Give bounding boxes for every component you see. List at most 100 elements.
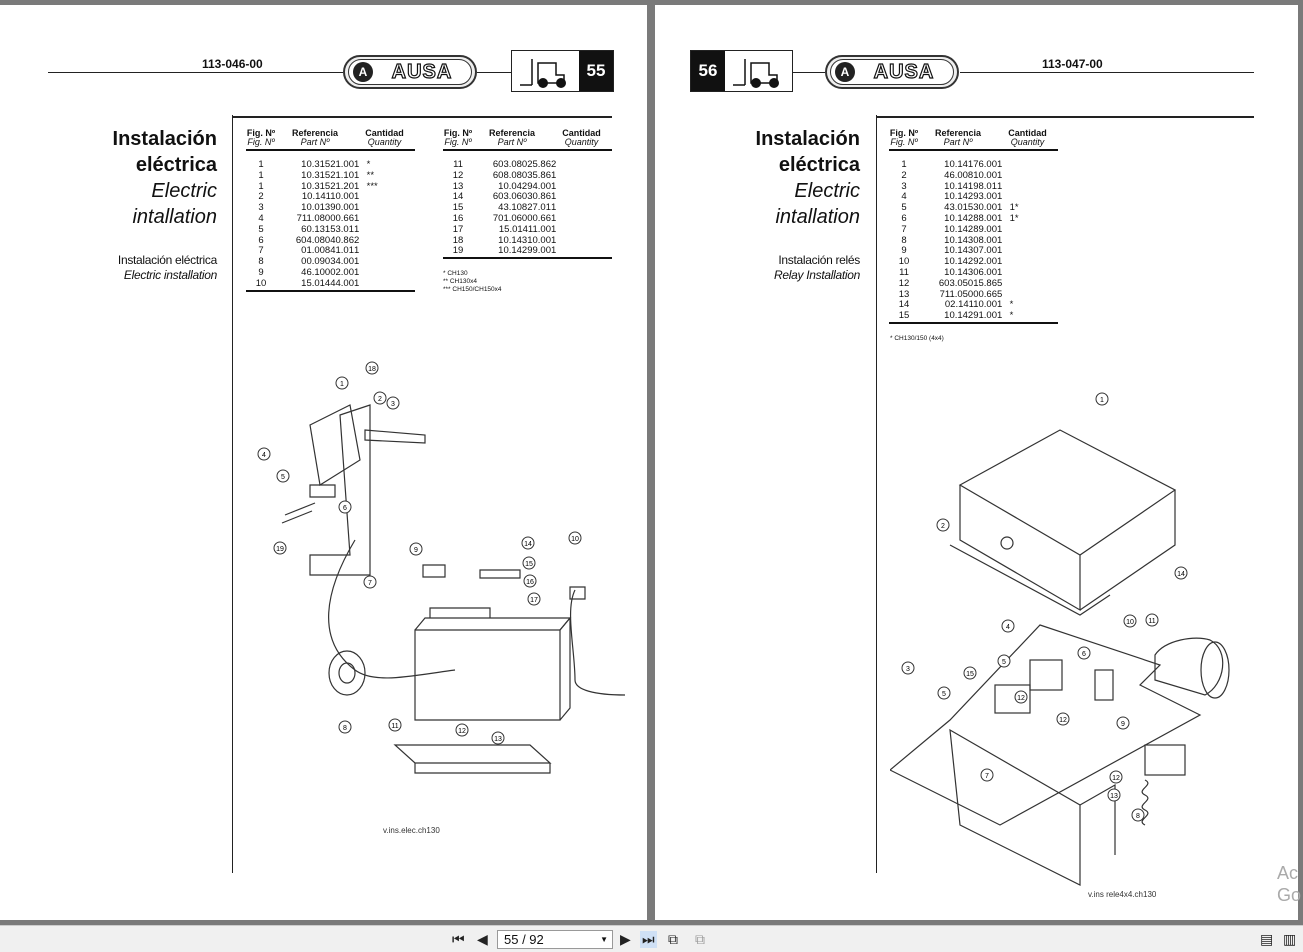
- column-rule: [876, 115, 877, 873]
- quantity: 1: [551, 191, 557, 203]
- single-page-view-icon[interactable]: ▤: [1260, 931, 1274, 947]
- callout-number: 18: [368, 366, 376, 373]
- part-reference: 10.31521.20: [301, 180, 354, 192]
- quantity: 1: [354, 266, 360, 278]
- part-reference: 10.14310.00: [498, 234, 551, 246]
- note-marker: **: [366, 169, 375, 181]
- title-es-line2: eléctrica: [778, 154, 860, 176]
- quantity: 1: [354, 245, 360, 257]
- continuous-view-icon[interactable]: ▥: [1283, 931, 1297, 947]
- part-reference: 43.10827.01: [498, 202, 551, 214]
- callout-number: 9: [414, 547, 418, 554]
- quantity: 1: [997, 191, 1003, 203]
- part-reference: 603.05015.86: [938, 277, 997, 289]
- viewer-toolbar: ⏮ ◀ 55 / 92▼ ▶ ⏭ ⧉ ⧉ ▤ ▥: [0, 925, 1303, 952]
- callout-marker: 12: [1056, 712, 1070, 726]
- quantity: 1: [354, 202, 360, 214]
- footnote: * CH130/150 (4x4): [890, 335, 944, 342]
- callout-marker: 10: [1123, 614, 1137, 628]
- callout-number: 1: [340, 381, 344, 388]
- callout-marker: 13: [1107, 788, 1121, 802]
- callout-number: 10: [1126, 619, 1134, 626]
- callout-number: 4: [262, 452, 266, 459]
- callout-number: 12: [1017, 695, 1025, 702]
- part-reference: 01.00841.01: [301, 245, 354, 257]
- footnotes: * CH130/150 (4x4): [890, 335, 944, 343]
- callout-number: 12: [1112, 775, 1120, 782]
- fig-number: 17: [452, 223, 464, 235]
- page-number: 55: [579, 51, 613, 91]
- callout-marker: 1: [1095, 392, 1109, 406]
- next-page-button[interactable]: ▶: [620, 931, 631, 947]
- fig-number: 10: [255, 277, 267, 289]
- previous-page-button[interactable]: ◀: [477, 931, 488, 947]
- chevron-down-icon: ▼: [600, 935, 608, 944]
- callout-number: 11: [1148, 618, 1155, 625]
- callout-number: 3: [906, 666, 910, 673]
- quantity: 1: [354, 191, 360, 203]
- header-rule: [960, 72, 1254, 73]
- subtitle-en: Electric installation: [123, 268, 217, 282]
- diagram-caption: v.ins rele4x4.ch130: [1088, 890, 1157, 899]
- callout-number: 16: [526, 579, 534, 586]
- quantity: 1: [997, 266, 1003, 278]
- callout-marker: 7: [363, 575, 377, 589]
- callout-number: 8: [1136, 813, 1140, 820]
- fig-number: 15: [898, 310, 910, 322]
- section-rule: [876, 116, 1254, 118]
- callout-number: 5: [942, 691, 946, 698]
- page-selector[interactable]: 55 / 92▼: [497, 930, 613, 949]
- fig-number: 13: [452, 180, 464, 192]
- quantity: 1: [354, 223, 360, 235]
- callout-number: 9: [1121, 721, 1125, 728]
- callout-number: 5: [1002, 659, 1006, 666]
- part-reference: 10.14292.00: [944, 256, 997, 268]
- note-marker: *: [1009, 310, 1014, 322]
- quantity: 1 **: [354, 169, 375, 181]
- quantity: 1 *: [354, 159, 371, 170]
- callout-number: 12: [458, 728, 466, 735]
- quantity: 5: [997, 277, 1003, 289]
- quantity: 1: [997, 245, 1003, 257]
- go-back-view-icon[interactable]: ⧉: [668, 931, 678, 947]
- quantity: 1 1*: [997, 212, 1019, 224]
- last-page-button[interactable]: ⏭: [640, 931, 657, 948]
- callout-number: 11: [391, 723, 398, 730]
- quantity: 1: [354, 212, 360, 224]
- callout-number: 15: [966, 671, 974, 678]
- callout-marker: 13: [491, 731, 505, 745]
- callout-marker: 2: [373, 391, 387, 405]
- fig-number: 11: [899, 266, 909, 278]
- title-es-line2: eléctrica: [135, 154, 217, 176]
- quantity: 1: [997, 169, 1003, 181]
- footnotes: * CH130 ** CH130x4 *** CH150/CH150x4: [443, 270, 502, 294]
- first-page-button[interactable]: ⏮: [452, 931, 465, 947]
- subsection-title: Instalación eléctrica Electric installat…: [118, 253, 217, 283]
- part-reference: 00.09034.00: [301, 256, 354, 268]
- part-reference: 15.01444.00: [301, 277, 354, 289]
- part-reference: 10.14198.01: [944, 180, 997, 192]
- section-title: Instalación eléctrica Electric intallati…: [113, 126, 217, 230]
- fig-number: 5: [258, 223, 264, 235]
- part-reference: 10.31521.10: [301, 169, 354, 181]
- callout-marker: 18: [365, 361, 379, 375]
- go-forward-view-icon[interactable]: ⧉: [695, 931, 705, 947]
- quantity: 2: [354, 234, 360, 246]
- callout-number: 15: [525, 561, 533, 568]
- fig-number: 2: [258, 191, 264, 203]
